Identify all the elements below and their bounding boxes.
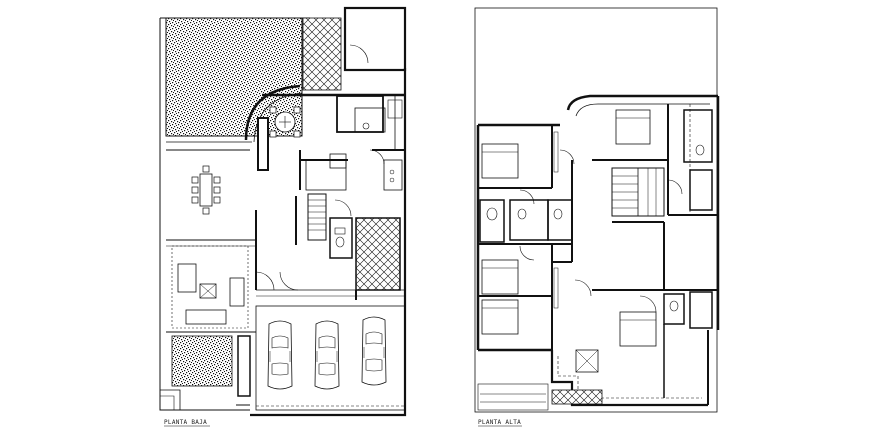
living-room-furniture — [171, 245, 249, 329]
ground-floor-caption: PLANTA BAJA — [164, 419, 208, 426]
ground-floor-stairs — [295, 193, 327, 245]
upper-floor-caption: PLANTA ALTA — [478, 419, 522, 426]
upper-floor-plan — [474, 7, 720, 413]
ground-floor-plan — [159, 6, 407, 417]
garage-cars — [255, 305, 406, 411]
upper-floor-stairs — [611, 167, 665, 217]
